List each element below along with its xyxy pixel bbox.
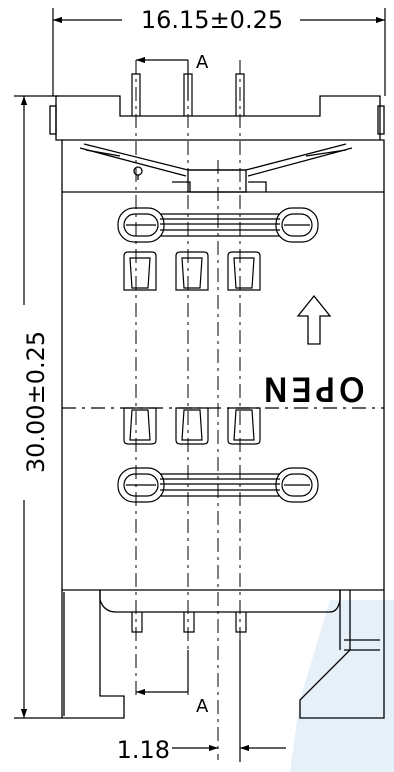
section-arrow-bottom bbox=[136, 650, 189, 696]
upper-contact-windows bbox=[123, 251, 261, 291]
width-dimension-label: 16.15±0.25 bbox=[141, 6, 283, 34]
height-dimension-label: 30.00±0.25 bbox=[22, 331, 50, 473]
section-label-top: A bbox=[196, 52, 209, 73]
bottom-pins bbox=[131, 612, 247, 633]
lower-contact-bar bbox=[117, 467, 319, 503]
lower-contact-windows bbox=[123, 407, 261, 445]
pitch-dimension bbox=[172, 640, 286, 762]
watermark bbox=[290, 600, 394, 772]
height-dimension bbox=[14, 95, 62, 719]
open-marking: OPEN bbox=[260, 370, 365, 408]
centerlines bbox=[135, 60, 241, 760]
open-arrow-icon bbox=[296, 294, 332, 345]
section-label-bottom: A bbox=[196, 696, 209, 717]
width-dimension bbox=[52, 8, 386, 96]
upper-contact-bar bbox=[117, 207, 319, 243]
pitch-dimension-label: 1.18 bbox=[117, 736, 170, 764]
section-arrow-top bbox=[136, 56, 189, 100]
connector-body bbox=[49, 95, 385, 719]
